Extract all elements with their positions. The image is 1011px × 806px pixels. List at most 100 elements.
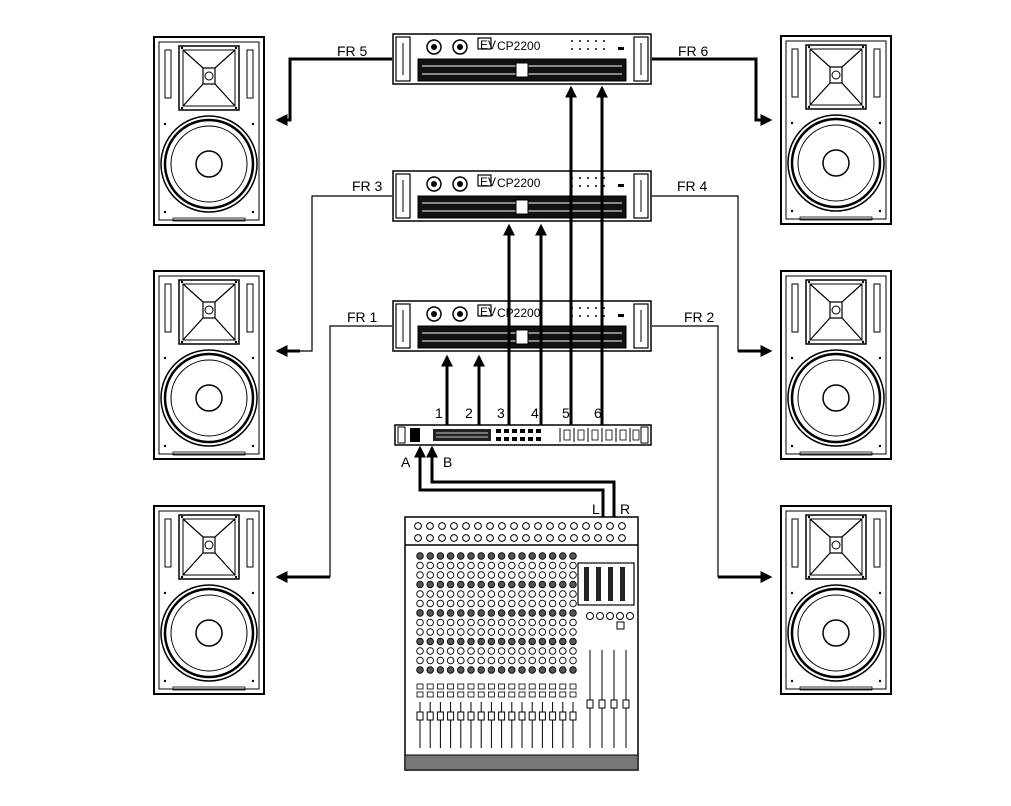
mute-button xyxy=(477,683,485,690)
channel-knob xyxy=(416,618,424,627)
channel-knob xyxy=(569,637,577,646)
channel-knob xyxy=(497,552,506,560)
channel-knob xyxy=(538,618,547,627)
label-fr3: FR 3 xyxy=(352,178,383,194)
channel-knob xyxy=(538,580,547,589)
channel-knob xyxy=(436,647,445,655)
channel-knob xyxy=(497,656,506,665)
channel-knob xyxy=(487,580,496,589)
mute-button xyxy=(508,683,516,690)
channel-knob xyxy=(538,628,547,636)
input-jack xyxy=(534,534,542,542)
mixing-console xyxy=(404,516,639,771)
channel-knob xyxy=(446,647,455,655)
input-jack xyxy=(522,522,530,530)
channel-knob xyxy=(457,599,465,608)
input-jack xyxy=(486,534,494,542)
channel-knob xyxy=(467,609,475,617)
input-jack xyxy=(414,534,422,542)
channel-knob xyxy=(538,647,547,655)
channel-knob xyxy=(446,580,455,589)
channel-knob xyxy=(559,580,567,589)
channel-knob xyxy=(467,590,475,598)
input-jack xyxy=(594,522,602,530)
channel-knob xyxy=(426,590,434,598)
channel-knob xyxy=(446,637,455,646)
fader-knob xyxy=(569,711,577,721)
channel-knob xyxy=(457,609,465,617)
input-jack xyxy=(414,522,422,530)
solo-button xyxy=(436,691,444,698)
channel-knob xyxy=(569,561,577,570)
label-fr1: FR 1 xyxy=(347,309,378,325)
input-jack xyxy=(450,522,458,530)
channel-knob xyxy=(477,590,485,598)
channel-knob xyxy=(497,571,506,579)
channel-knob xyxy=(538,609,547,617)
channel-knob xyxy=(416,571,424,579)
fader-knob xyxy=(508,711,516,721)
channel-knob xyxy=(528,637,536,646)
label-fr4: FR 4 xyxy=(677,178,708,194)
solo-button xyxy=(498,691,506,698)
solo-button xyxy=(487,691,495,698)
input-jack xyxy=(594,534,602,542)
channel-knob xyxy=(548,609,557,617)
fader-knob xyxy=(487,711,495,721)
channel-knob xyxy=(548,590,557,598)
channel-knob xyxy=(569,571,577,579)
mute-button xyxy=(467,683,475,690)
input-jack xyxy=(450,534,458,542)
channel-knob xyxy=(528,561,536,570)
channel-knob xyxy=(416,580,424,589)
mute-button xyxy=(436,683,444,690)
amp-brand-mark: EV xyxy=(480,175,496,189)
output-label-3: 3 xyxy=(497,405,505,421)
channel-knob xyxy=(508,628,516,636)
channel-knob xyxy=(508,590,516,598)
channel-knob xyxy=(477,656,485,665)
fader-knob xyxy=(518,711,526,721)
channel-knob xyxy=(467,618,475,627)
channel-knob xyxy=(497,590,506,598)
channel-knob xyxy=(457,590,465,598)
fader-knob xyxy=(447,711,455,721)
channel-knob xyxy=(436,561,445,570)
solo-button xyxy=(467,691,475,698)
speaker-fr1 xyxy=(153,505,265,695)
output-label-6: 6 xyxy=(594,405,602,421)
channel-knob xyxy=(497,647,506,655)
input-jack xyxy=(510,534,518,542)
label-fr5: FR 5 xyxy=(337,43,368,59)
input-jack xyxy=(546,522,554,530)
channel-knob xyxy=(426,580,434,589)
channel-knob xyxy=(457,656,465,665)
label-fr2: FR 2 xyxy=(684,309,715,325)
solo-button xyxy=(569,691,577,698)
channel-knob xyxy=(426,637,434,646)
channel-knob xyxy=(487,609,496,617)
channel-knob xyxy=(467,561,475,570)
solo-button xyxy=(518,691,526,698)
amp-brand-mark: EV xyxy=(480,305,496,319)
channel-knob xyxy=(569,656,577,665)
signal-cables xyxy=(441,85,608,425)
solo-button xyxy=(416,691,424,698)
mute-button xyxy=(549,683,556,690)
channel-knob xyxy=(508,599,516,608)
channel-knob xyxy=(559,666,567,674)
channel-knob xyxy=(518,656,526,665)
channel-knob xyxy=(487,571,496,579)
channel-knob xyxy=(559,571,567,579)
fader-knob xyxy=(426,711,434,721)
master-fader-knob xyxy=(610,699,618,709)
solo-button xyxy=(457,691,465,698)
channel-knob xyxy=(518,666,526,674)
solo-button xyxy=(508,691,516,698)
channel-knob xyxy=(497,599,506,608)
channel-knob xyxy=(487,618,496,627)
speaker-fr3 xyxy=(153,270,265,460)
mute-button xyxy=(539,683,546,690)
input-jack xyxy=(582,534,590,542)
channel-knob xyxy=(548,580,557,589)
